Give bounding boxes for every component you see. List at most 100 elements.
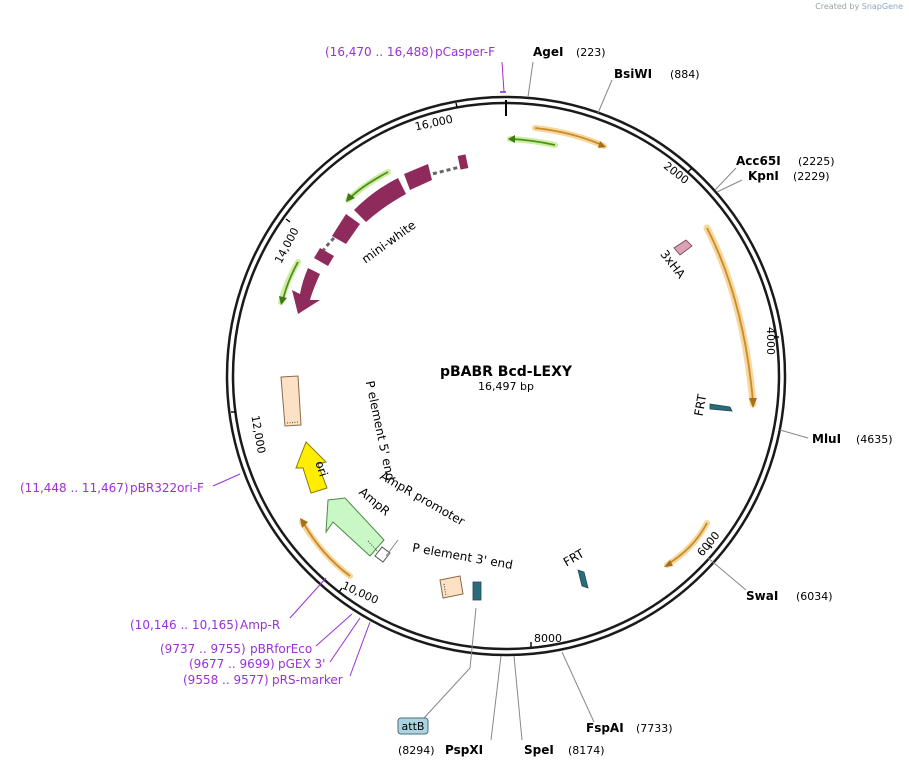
pcasper-f-label: pCasper-F [435,45,495,59]
attb-leader [423,607,477,719]
snapgene-watermark: Created by SnapGene [815,2,903,11]
enzyme-mlui[interactable]: MluI (4635) [779,429,893,446]
feature-lower-right-orange[interactable] [664,520,710,568]
agei-leader [527,61,534,98]
spei-leader [513,655,523,741]
pbr322ori-f-range: (11,448 .. 11,467) [20,481,129,495]
amp-r-leader [289,577,327,619]
primer-pgex-3[interactable]: (9677 .. 9699) pGEX 3' [189,617,361,671]
feature-right-orange[interactable] [703,224,757,408]
mini-white-label: mini-white [359,218,418,266]
feature-ori[interactable]: ori [295,441,331,494]
ori-label: ori [312,459,330,478]
kpni-position: (2229) [793,170,830,183]
feature-top-orange[interactable] [532,125,607,149]
tick-label-12000: 12,000 [248,414,267,454]
green-low-arc [282,261,299,301]
prs-marker-leader [349,621,371,677]
left-orange-head [300,518,308,528]
pbrforeco-label: pBRforEco [250,642,312,656]
primer-pbrforeco[interactable]: (9737 .. 9755) pBRforEco [160,613,353,656]
pspxi-position: (8294) [398,744,435,757]
pbr322ori-f-leader [212,473,241,487]
top-orange-head [598,141,606,148]
tick-label-8000: 8000 [534,632,562,645]
primer-pcasper-f[interactable]: (16,470 .. 16,488) pCasper-F [325,45,506,93]
feature-attb[interactable]: attB [397,581,482,735]
frt-right-label: FRT [692,393,710,417]
feature-top-green[interactable] [507,135,558,148]
mlui-leader [779,429,809,439]
tick-10000 [338,587,343,593]
pbr322ori-f-label: pBR322ori-F [130,481,204,495]
spei-position: (8174) [568,744,605,757]
tick-16000 [455,102,458,108]
swai-leader [707,557,747,591]
mini-white-block-5 [314,248,334,266]
feature-3xha[interactable]: 3xHA [657,239,693,282]
mini-white-block-1 [457,154,469,170]
p3-shape [439,575,464,599]
ampr-shape [325,497,385,557]
acc65i-label: Acc65I [736,154,781,168]
feature-green-low[interactable] [278,259,301,305]
frt-lower-shape [577,569,589,589]
prs-marker-range: (9558 .. 9577) [183,673,269,687]
pspxi-leader [490,655,502,741]
enzyme-pspxi[interactable]: PspXI (8294) [398,655,502,757]
mlui-label: MluI [812,432,841,446]
kpni-leader [716,179,743,193]
mini-white-dash-1 [431,164,465,176]
pgex-3-label: pGEX 3' [278,657,325,671]
feature-frt-right[interactable]: FRT [692,393,733,417]
enzyme-agei[interactable]: AgeI (223) [527,45,606,98]
pbrforeco-leader [315,613,353,647]
tick-marks [231,102,779,647]
feature-frt-lower[interactable]: FRT [561,546,589,589]
fspai-label: FspAI [586,721,624,735]
feature-p-element-3[interactable]: P element 3' end [411,541,514,599]
enzyme-spei[interactable]: SpeI (8174) [513,655,605,757]
enzyme-bsiwi[interactable]: BsiWI (884) [597,67,700,114]
lower-right-orange-head [664,560,673,567]
enzyme-kpni[interactable]: KpnI (2229) [748,169,830,183]
swai-label: SwaI [746,589,778,603]
enzyme-swai[interactable]: SwaI (6034) [707,557,833,603]
attb-marker [472,581,482,601]
pcasper-f-range: (16,470 .. 16,488) [325,45,434,59]
enzyme-acc65i[interactable]: Acc65I (2225) [714,154,835,193]
tick-14000 [285,218,291,223]
fspai-leader [561,651,595,723]
ori-shape [295,441,328,494]
mini-white-block-2 [404,164,432,190]
top-green-arc [511,138,556,146]
green-mid-head [346,193,355,202]
agei-label: AgeI [533,45,563,59]
left-orange-arc [303,523,351,577]
primer-pbr322ori-f[interactable]: (11,448 .. 11,467) pBR322ori-F [20,473,241,495]
tick-6000 [708,544,713,549]
feature-left-orange[interactable] [299,518,353,579]
right-orange-arc [706,227,754,403]
spei-label: SpeI [524,743,554,757]
feature-ampr[interactable]: AmpR [325,485,393,557]
agei-position: (223) [576,46,606,59]
attb-box [397,717,429,735]
primer-prs-marker[interactable]: (9558 .. 9577) pRS-marker [183,621,371,687]
mini-white-dash-2 [320,236,336,253]
kpni-label: KpnI [748,169,779,183]
frt-right-shape [709,403,733,412]
primer-amp-r[interactable]: (10,146 .. 10,165) Amp-R [130,577,327,632]
lower-right-orange-arc [667,522,708,565]
ampr-promoter-shape [374,546,391,563]
feature-green-mid[interactable] [345,169,391,203]
plasmid-name: pBABR Bcd-LEXY [440,364,573,380]
top-green-head [508,135,515,143]
bsiwi-leader [597,79,613,114]
ampr-promoter-label: AmpR promoter [378,469,468,529]
prs-marker-label: pRS-marker [272,673,343,687]
acc65i-position: (2225) [798,155,835,168]
enzyme-fspai[interactable]: FspAI (7733) [561,651,673,735]
p5-shape [280,375,302,427]
